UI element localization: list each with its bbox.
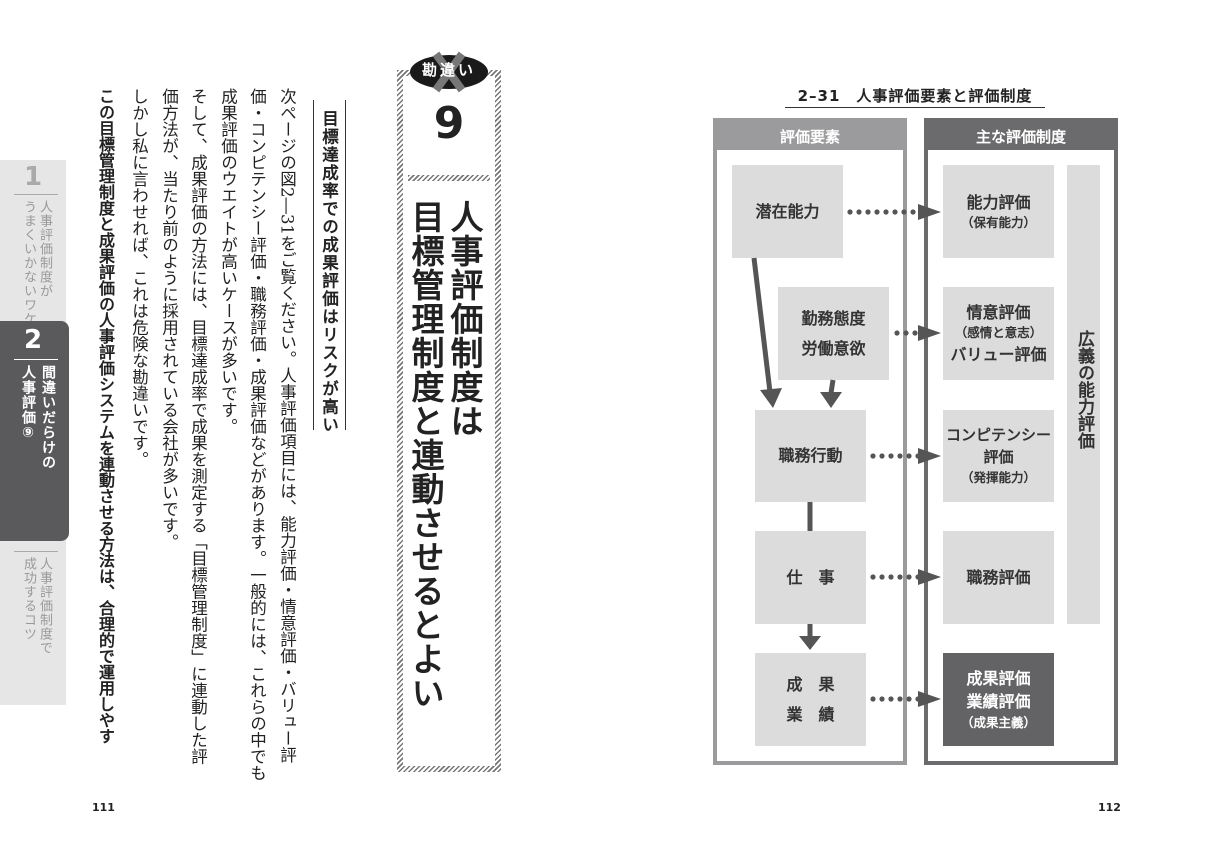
elements-panel: 評価要素 — [713, 118, 907, 765]
body-line: 次ページの図2―31をご覧ください。人事評価項目には、能力評価・情意評価・バリュ… — [277, 88, 297, 763]
dotted-arrow — [870, 691, 941, 707]
body-line: 成果評価のウエイトが高いケースが多いです。 — [218, 88, 238, 435]
badge-label: 勘違い — [421, 61, 476, 79]
dotted-arrows — [847, 204, 941, 707]
chapter-subtitle: 成功するコツ — [21, 557, 36, 641]
broad-ability-bar: 広義の能力評価 — [1067, 165, 1100, 624]
divider — [14, 194, 58, 195]
chapter-tab-2-active[interactable]: 2 間違いだらけの 人事評価⑨ — [0, 321, 69, 541]
title-line-2: 目標管理制度と連動させるとよい — [406, 200, 445, 710]
system-job: 職務評価 — [943, 531, 1054, 624]
element-work: 仕 事 — [755, 531, 866, 624]
body-line: しかし私に言わせれば、これは危険な勘違いです。 — [129, 88, 149, 468]
body-line: 価方法が、当たり前のように採用されている会社が多いです。 — [159, 88, 179, 550]
dotted-arrow — [870, 569, 941, 585]
cross-icon — [432, 51, 466, 93]
element-latent-ability: 潜在能力 — [732, 165, 843, 258]
body-line: そして、成果評価の方法には、目標達成率で成果を測定する「目標管理制度」に連動した… — [188, 88, 208, 765]
dotted-arrow — [847, 204, 941, 220]
page-number: 112 — [1098, 801, 1121, 814]
elements-header: 評価要素 — [717, 122, 903, 150]
body-line-bold: この目標管理制度と成果評価の人事評価システムを連動させる方法は、合理的で運用しや… — [96, 88, 115, 744]
solid-arrow — [799, 624, 821, 650]
chapter-tab-1[interactable]: 1 人事評価制度が うまくいかないワケ — [0, 160, 66, 326]
system-result: 成果評価業績評価（成果主義） — [943, 653, 1054, 746]
chapter-tab-3[interactable]: 人事評価制度で 成功するコツ — [0, 541, 66, 701]
chapter-title: 人事評価制度が — [37, 200, 52, 298]
section-heading: 目標達成率での成果評価はリスクが高い — [319, 110, 339, 434]
solid-arrow — [820, 379, 842, 408]
chapter-title: 人事評価制度で — [37, 557, 52, 655]
item-number: 9 — [433, 98, 465, 149]
solid-arrow — [751, 257, 782, 408]
page-number: 111 — [92, 801, 115, 814]
element-job-behavior: 職務行動 — [755, 410, 866, 502]
systems-header: 主な評価制度 — [928, 122, 1114, 150]
body-line: 価・コンピテンシー評価・職務評価・成果評価などがあります。一般的には、これらの中… — [247, 88, 267, 781]
heading-rule-left — [313, 100, 314, 430]
element-attitude: 勤務態度労働意欲 — [778, 287, 889, 380]
dotted-arrow — [870, 448, 941, 464]
divider — [14, 551, 58, 552]
dotted-arrow — [894, 325, 941, 341]
chapter-subtitle: 人事評価⑨ — [20, 365, 36, 442]
chapter-number: 2 — [23, 325, 43, 355]
element-results: 成 果業 績 — [755, 653, 866, 746]
chapter-subtitle: うまくいかないワケ — [21, 200, 36, 326]
system-ability: 能力評価（保有能力） — [943, 165, 1054, 258]
system-competency: コンピテンシー評価（発揮能力） — [943, 410, 1054, 502]
divider — [14, 359, 58, 360]
title-line-1: 人事評価制度は — [445, 200, 484, 438]
figure-caption: 2–31 人事評価要素と評価制度 — [797, 87, 1033, 105]
chapter-title: 間違いだらけの — [40, 365, 56, 470]
hatched-divider — [408, 175, 490, 181]
chapter-number: 1 — [23, 162, 43, 192]
heading-rule-right — [345, 100, 346, 430]
title-box — [403, 76, 495, 766]
systems-panel: 主な評価制度 — [924, 118, 1118, 765]
caption-underline — [785, 107, 1045, 108]
system-emotion: 情意評価（感情と意志）バリュー評価 — [943, 287, 1054, 380]
